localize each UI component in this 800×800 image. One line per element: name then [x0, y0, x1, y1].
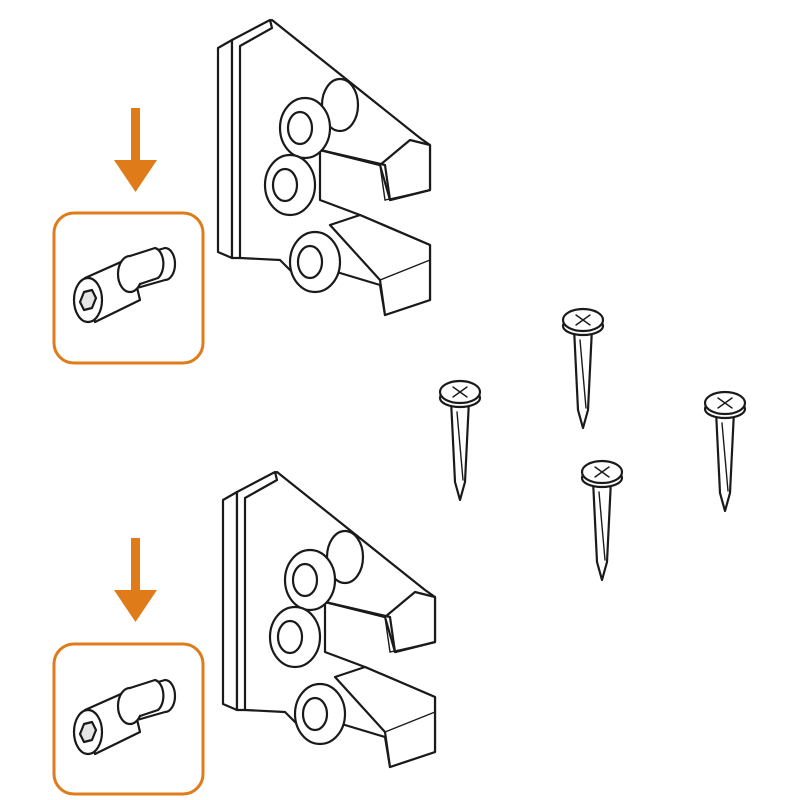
phillips-screw-icon [580, 459, 624, 582]
phillips-screw-icon [561, 307, 605, 430]
callout-box [52, 211, 205, 365]
socket-pin-icon [72, 678, 177, 756]
phillips-screw-icon [438, 379, 482, 502]
hinge-bracket-icon [221, 470, 437, 769]
down-arrow-icon [114, 538, 157, 622]
hinge-bracket-icon [216, 18, 432, 317]
down-arrow-icon [114, 108, 157, 192]
socket-pin-icon [72, 246, 177, 324]
phillips-screw-icon [703, 390, 747, 513]
callout-box [52, 642, 205, 796]
